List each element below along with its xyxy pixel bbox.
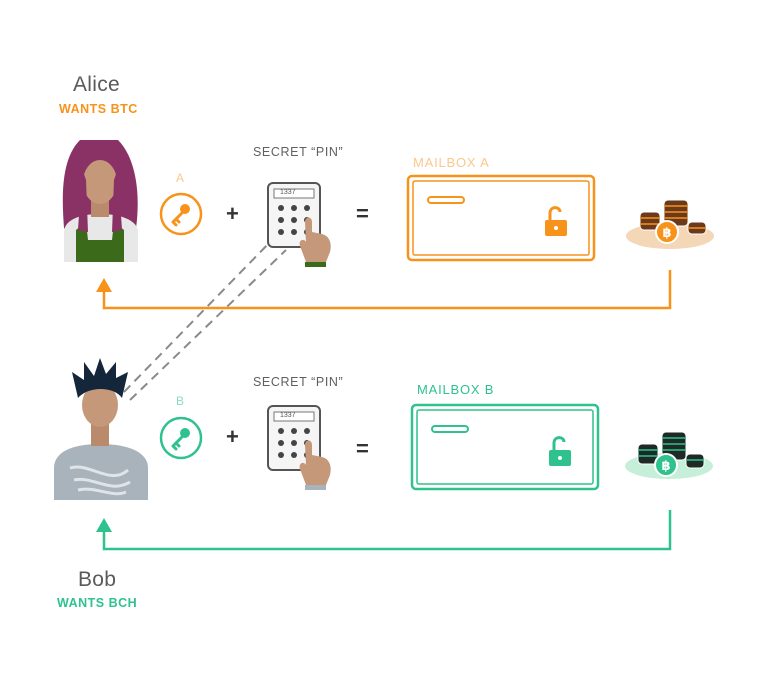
keypad-display-a: 1337: [280, 189, 296, 196]
keypad-icon: [267, 182, 331, 267]
equals-operator-b: =: [356, 436, 369, 461]
mailbox-b-label: MAILBOX B: [417, 382, 495, 397]
secret-pin-title-b: SECRET “PIN”: [253, 375, 344, 389]
coin-stack-icon: ฿: [626, 199, 714, 249]
alice-wants: WANTS BTC: [59, 102, 138, 116]
bob-return-arrow: [96, 510, 672, 551]
unlocked-padlock-icon: [545, 206, 567, 236]
equals-operator-a: =: [356, 201, 369, 226]
plus-operator-a: +: [226, 201, 239, 226]
alice-name: Alice: [73, 73, 121, 96]
alice-avatar: [62, 140, 138, 262]
svg-text:฿: ฿: [661, 458, 670, 473]
alice-return-arrow: [96, 270, 672, 310]
key-letter-a: A: [176, 171, 185, 185]
mailbox-icon: [406, 174, 596, 262]
bob-wants: WANTS BCH: [57, 596, 138, 610]
keypad-icon: [267, 405, 331, 490]
bob-avatar: [54, 358, 148, 500]
key-icon: [159, 192, 203, 236]
secret-pin-title-a: SECRET “PIN”: [253, 145, 344, 159]
mailbox-a-label: MAILBOX A: [413, 155, 490, 170]
mailbox-icon: [410, 403, 600, 491]
keypad-display-b: 1337: [280, 412, 296, 419]
pin-share-lines: [123, 237, 287, 401]
key-icon: [159, 416, 203, 460]
key-letter-b: B: [176, 394, 185, 408]
plus-operator-b: +: [226, 424, 239, 449]
bob-name: Bob: [78, 568, 117, 591]
unlocked-padlock-icon: [549, 436, 571, 466]
svg-text:฿: ฿: [662, 225, 671, 240]
coin-stack-icon: ฿: [625, 431, 713, 479]
